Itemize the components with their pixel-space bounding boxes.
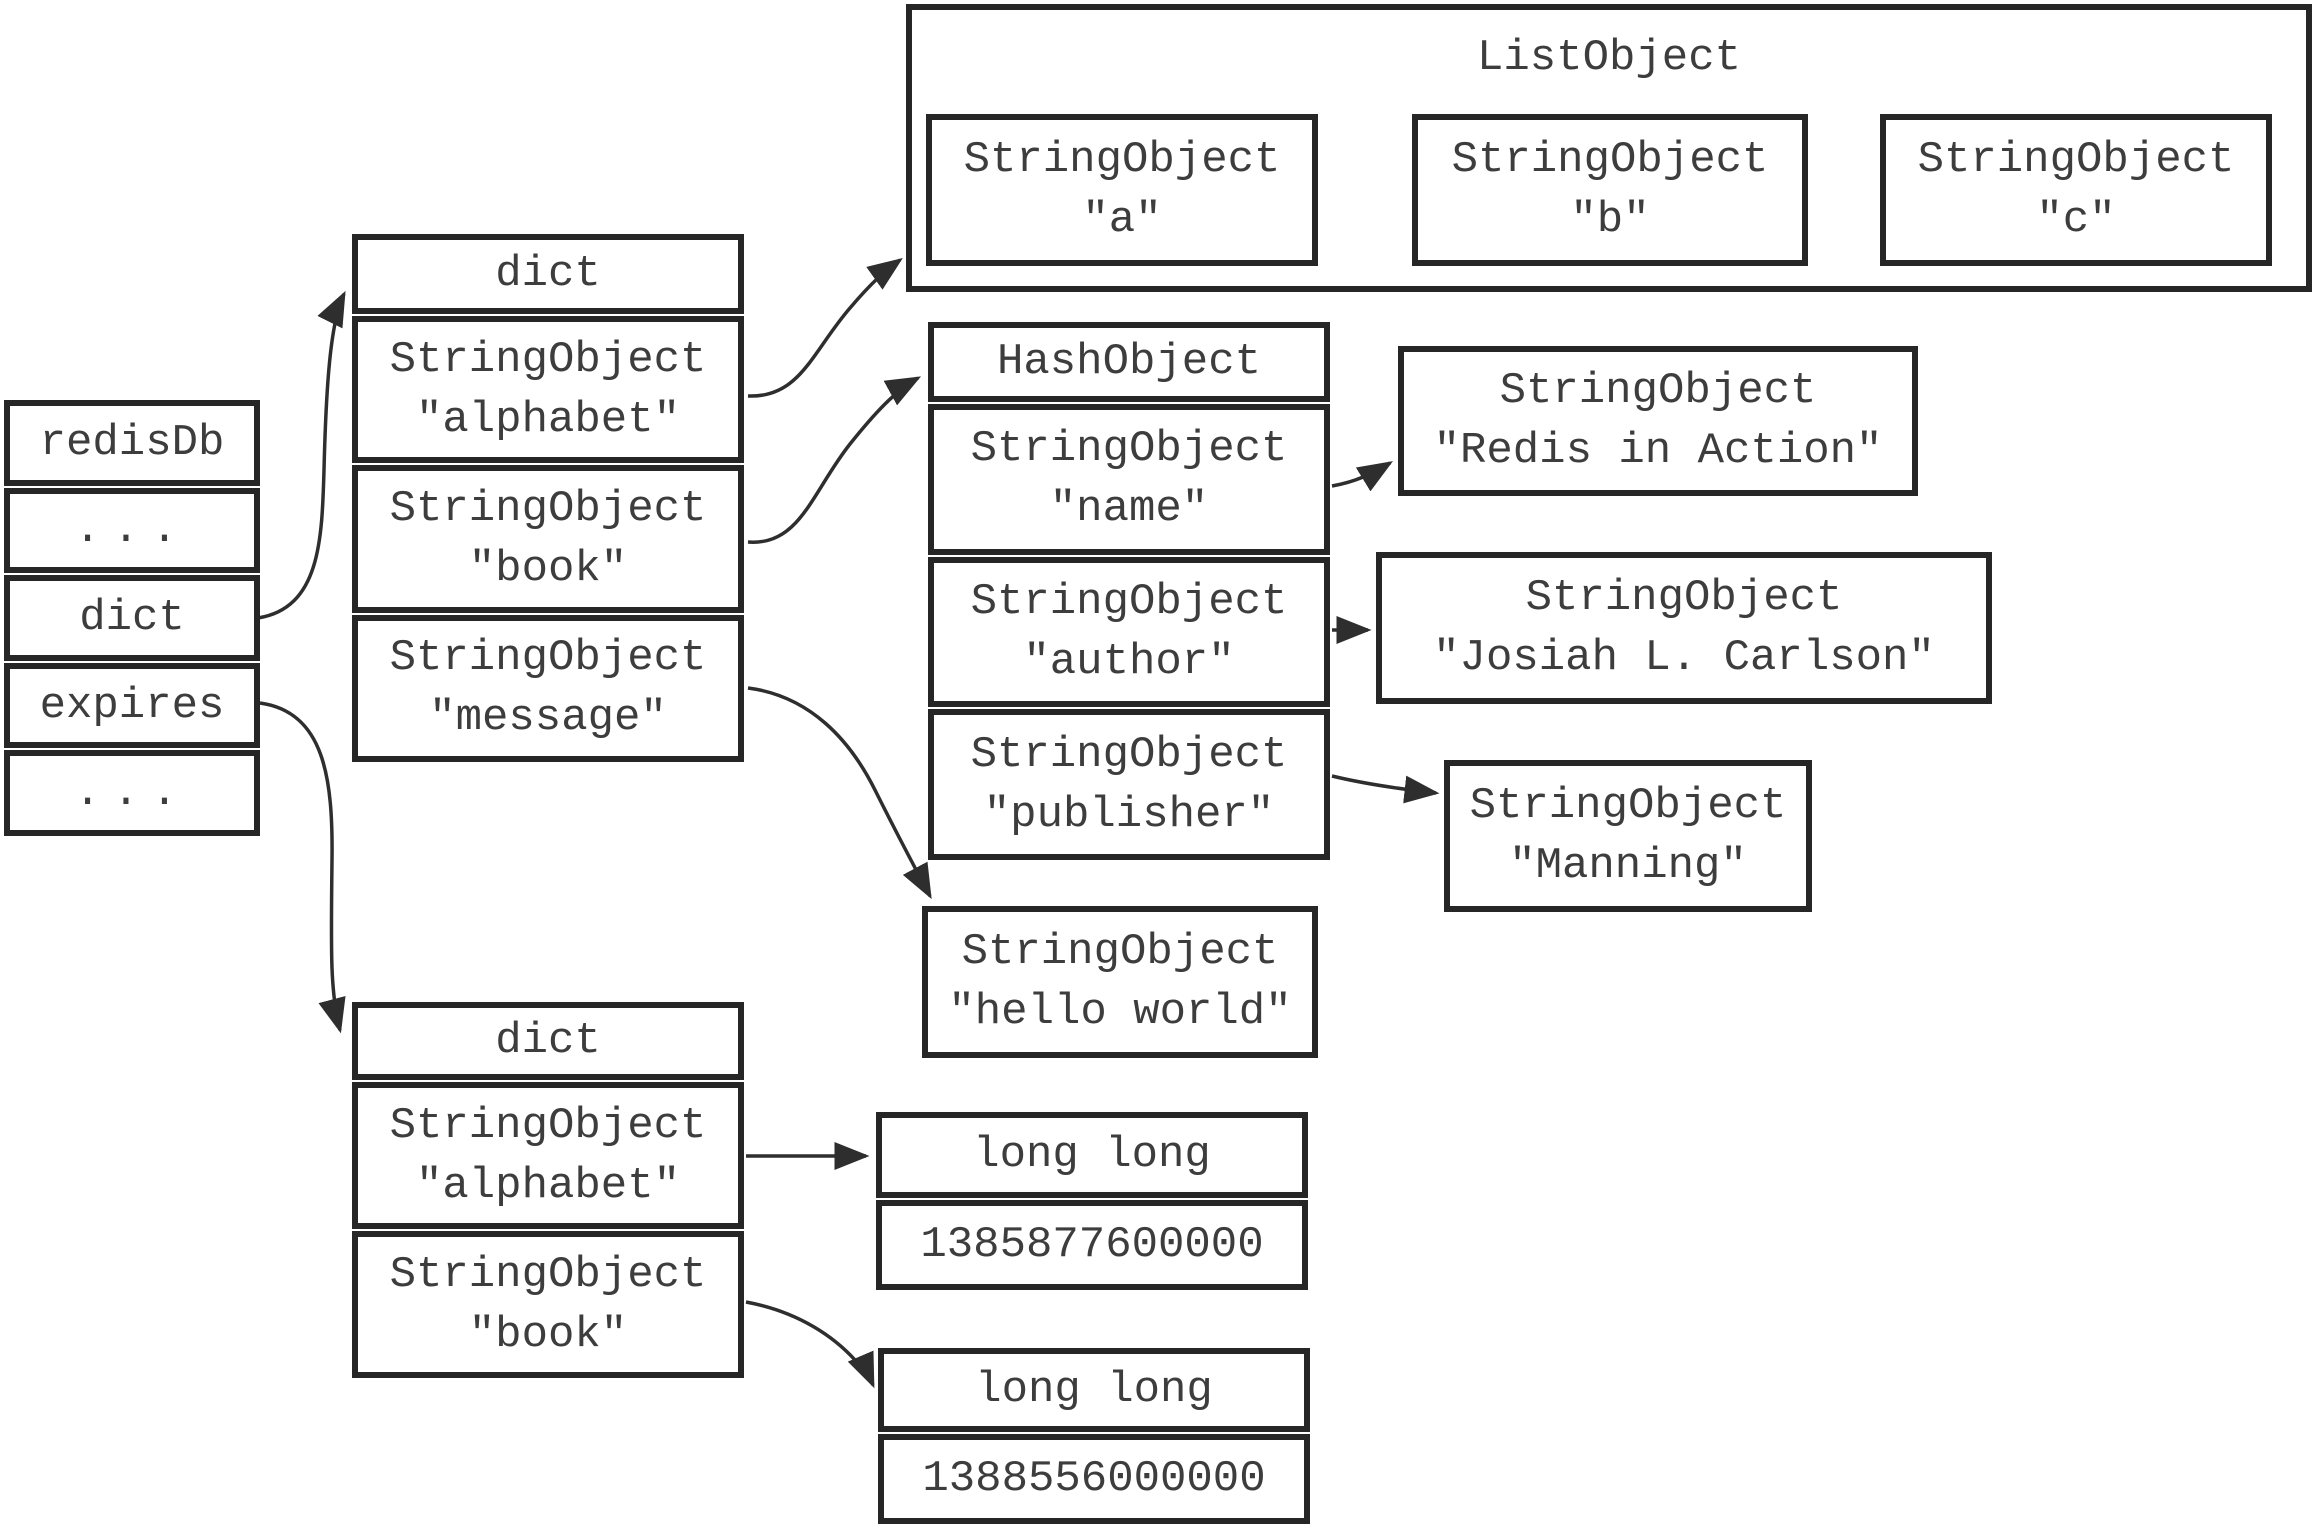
longlong-value-cell: 1385877600000 (876, 1200, 1308, 1290)
arrow-expires-to-expires-dict (259, 701, 346, 1034)
expires-dict-row-book: StringObject "book" (352, 1231, 744, 1378)
hashobject-row-name: StringObject "name" (928, 404, 1330, 555)
listobject-item-b: StringObject "b" (1412, 114, 1808, 266)
expires-dict-header: dict (495, 1016, 601, 1066)
listobject-item-a: StringObject "a" (926, 114, 1318, 266)
value-text: "Josiah L. Carlson" (1433, 633, 1935, 683)
longlong-header-cell: long long (876, 1112, 1308, 1198)
key-type: StringObject (389, 1249, 707, 1300)
value-text: "Redis in Action" (1433, 426, 1883, 476)
item-type: StringObject (963, 135, 1281, 185)
arrow-book-to-hashobject (747, 376, 922, 544)
string-box-redis-in-action: StringObject "Redis in Action" (1398, 346, 1918, 496)
field-type: StringObject (970, 577, 1288, 627)
item-value: "c" (2036, 195, 2116, 245)
string-box-josiah-l-carlson: StringObject "Josiah L. Carlson" (1376, 552, 1992, 704)
key-dict-row-book: StringObject "book" (352, 465, 744, 613)
value-type: StringObject (1499, 366, 1817, 416)
field-value: "publisher" (983, 789, 1275, 840)
redisdb-expires-field-cell: expires (4, 662, 260, 749)
key-type: StringObject (389, 334, 707, 385)
redisdb-dict-field-cell: dict (4, 575, 260, 661)
longlong-header: long long (973, 1130, 1211, 1180)
redisdb-title: redisDb (39, 417, 225, 468)
item-type: StringObject (1917, 135, 2235, 185)
item-value: "b" (1570, 195, 1650, 245)
redisdb-ellipsis-top-cell: ... (4, 487, 260, 574)
redisdb-struct-table: redisDb ... dict expires ... (4, 400, 260, 836)
expires-field-label: expires (39, 680, 225, 731)
key-type: StringObject (389, 1100, 707, 1151)
listobject-title: ListObject (1476, 33, 1742, 83)
value-text: "hello world" (948, 987, 1292, 1037)
field-value: "name" (1049, 484, 1209, 535)
key-dict-header-cell: dict (352, 234, 744, 314)
listobject-title-bar: ListObject (912, 10, 2306, 106)
key-value: "message" (429, 693, 667, 744)
ellipsis-top: ... (74, 505, 190, 556)
dict-field-label: dict (79, 592, 185, 643)
key-value: "alphabet" (415, 394, 681, 445)
hashobject-row-author: StringObject "author" (928, 556, 1330, 708)
arrow-name-to-redis-in-action (1331, 461, 1393, 492)
hashobject-header-cell: HashObject (928, 322, 1330, 402)
key-value: "book" (468, 1309, 628, 1360)
value-type: StringObject (1525, 573, 1843, 623)
key-dict-header: dict (495, 249, 601, 299)
string-box-hello-world: StringObject "hello world" (922, 906, 1318, 1058)
arrow-alphabet-to-listobject (747, 257, 903, 398)
value-type: StringObject (961, 927, 1279, 977)
longlong-table-book: long long 1388556000000 (878, 1348, 1310, 1524)
longlong-header-cell: long long (878, 1348, 1310, 1432)
value-text: "Manning" (1509, 841, 1747, 891)
timestamp-value: 1385877600000 (920, 1220, 1264, 1270)
key-dict-row-message: StringObject "message" (352, 614, 744, 762)
field-value: "author" (1023, 637, 1235, 687)
key-type: StringObject (389, 483, 707, 534)
timestamp-value: 1388556000000 (922, 1454, 1266, 1504)
item-value: "a" (1082, 195, 1162, 245)
expires-dict-row-alphabet: StringObject "alphabet" (352, 1082, 744, 1229)
key-value: "alphabet" (415, 1160, 681, 1211)
expires-dict-table: dict StringObject "alphabet" StringObjec… (352, 1002, 744, 1378)
redisdb-ellipsis-bottom-cell: ... (4, 750, 260, 836)
listobject-item-c: StringObject "c" (1880, 114, 2272, 266)
arrow-book-to-expire-time-2 (745, 1300, 875, 1389)
longlong-table-alphabet: long long 1385877600000 (876, 1112, 1308, 1290)
arrow-publisher-to-manning (1331, 774, 1440, 804)
key-value: "book" (468, 543, 628, 594)
arrow-dict-to-key-dict (257, 290, 346, 620)
redisdb-title-cell: redisDb (4, 400, 260, 486)
hashobject-table: HashObject StringObject "name" StringObj… (928, 322, 1330, 861)
expires-dict-header-cell: dict (352, 1002, 744, 1080)
key-dict-table: dict StringObject "alphabet" StringObjec… (352, 234, 744, 762)
ellipsis-bottom: ... (74, 768, 190, 819)
hashobject-row-publisher: StringObject "publisher" (928, 709, 1330, 861)
key-type: StringObject (389, 633, 707, 684)
longlong-header: long long (975, 1365, 1213, 1415)
field-type: StringObject (970, 424, 1288, 475)
item-type: StringObject (1451, 135, 1769, 185)
arrow-message-to-hello-world (747, 686, 932, 900)
field-type: StringObject (970, 729, 1288, 780)
longlong-value-cell: 1388556000000 (878, 1434, 1310, 1524)
value-type: StringObject (1469, 781, 1787, 831)
string-box-manning: StringObject "Manning" (1444, 760, 1812, 912)
hashobject-header: HashObject (996, 337, 1262, 387)
key-dict-row-alphabet: StringObject "alphabet" (352, 316, 744, 464)
